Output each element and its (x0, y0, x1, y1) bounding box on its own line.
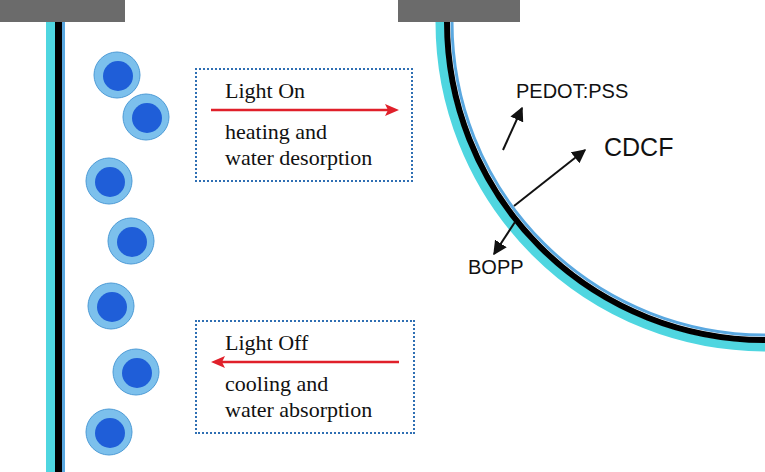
droplet-core (95, 418, 125, 448)
droplet-core (95, 167, 125, 197)
state-title: Light Off (225, 330, 377, 355)
droplet-shell (88, 283, 134, 329)
droplet-core (97, 292, 127, 322)
layer-label: PEDOT:PSS (516, 80, 628, 103)
layer-label: BOPP (468, 256, 524, 279)
state-description: heating and water desorption (225, 119, 377, 170)
droplet-core (103, 61, 133, 91)
leader-line (514, 150, 585, 206)
left-clamp (0, 0, 125, 22)
pedot-layer (62, 22, 65, 472)
droplet-core (132, 103, 162, 133)
direction-arrow (209, 355, 401, 369)
bent-pedot-layer (452, 22, 765, 335)
droplet-core (122, 358, 152, 388)
leader-line (494, 222, 515, 254)
process-box: Light Off cooling and water absorption (195, 320, 415, 434)
leader-line (503, 108, 522, 150)
bopp-layer (46, 22, 55, 472)
droplet-core (117, 227, 147, 257)
water-droplets (86, 52, 169, 455)
direction-arrow (209, 103, 401, 117)
right-clamp (398, 0, 520, 22)
droplet-shell (86, 158, 132, 204)
droplet-shell (86, 409, 132, 455)
bent-bopp-layer (440, 22, 765, 347)
state-description: cooling and water absorption (225, 371, 377, 422)
process-box: Light On heating and water desorption (195, 68, 413, 182)
cdcf-layer (55, 22, 62, 472)
droplet-shell (108, 218, 154, 264)
droplet-shell (113, 349, 159, 395)
bent-cdcf-layer (447, 22, 765, 340)
state-title: Light On (225, 78, 377, 103)
droplet-shell (123, 94, 169, 140)
layer-label: CDCF (604, 133, 673, 162)
droplet-shell (94, 52, 140, 98)
